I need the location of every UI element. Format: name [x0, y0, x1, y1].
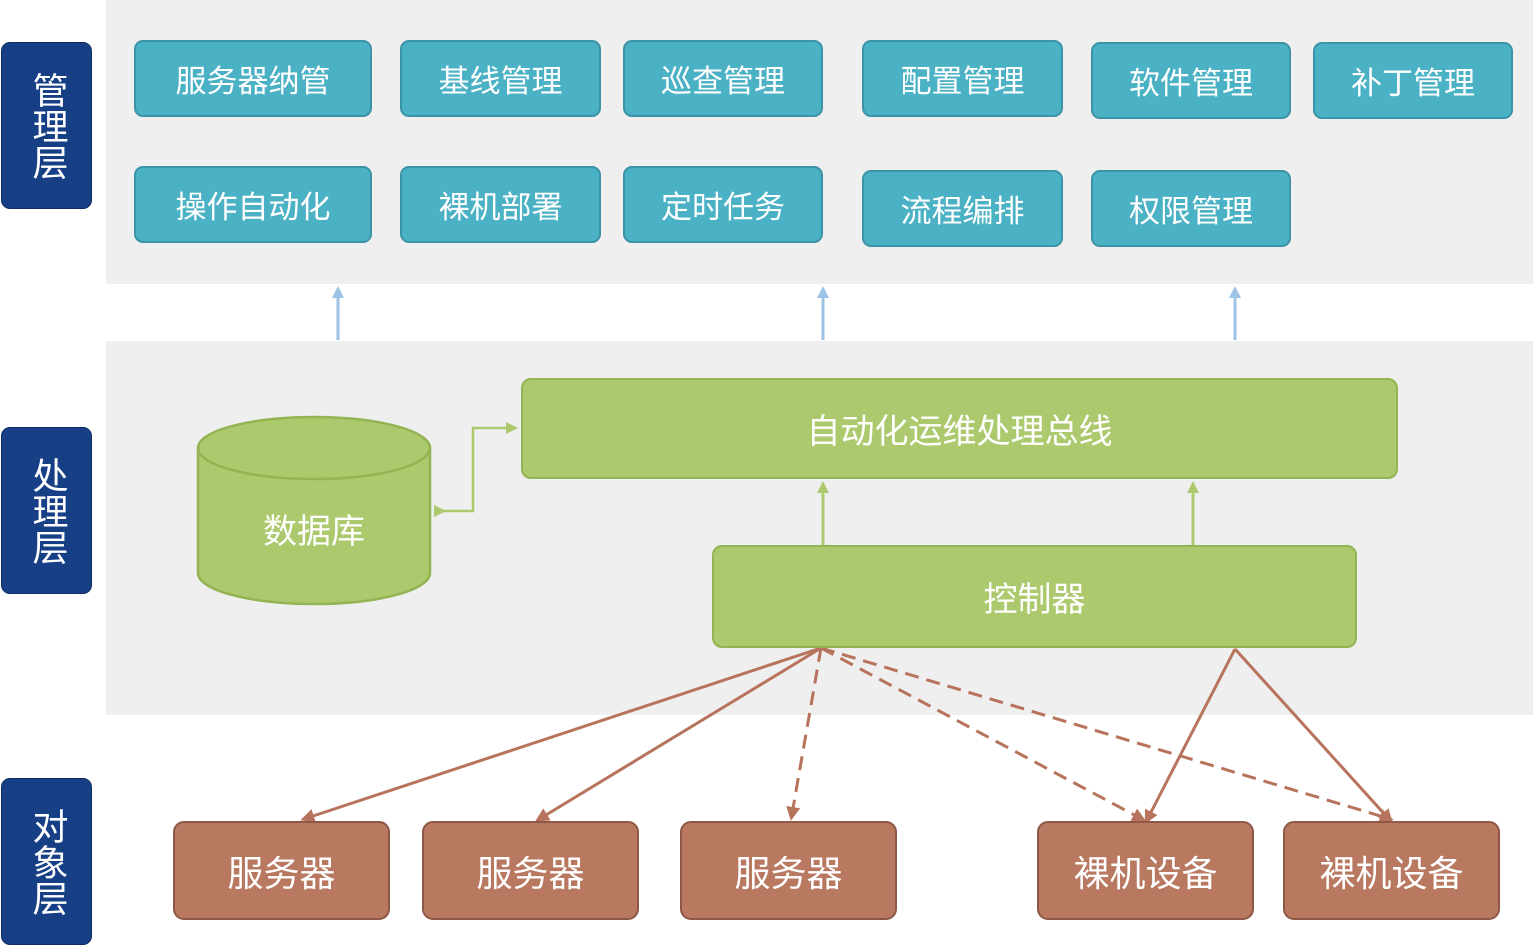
database-cylinder[interactable] [196, 415, 432, 606]
automation-bus[interactable]: 自动化运维处理总线 [521, 378, 1398, 479]
module-inspection-management[interactable]: 巡查管理 [623, 40, 823, 117]
object-server-3[interactable]: 服务器 [680, 821, 897, 920]
module-baremetal-deployment[interactable]: 裸机部署 [400, 166, 601, 243]
controller-to-baremetal-1-dashed [820, 646, 1147, 822]
processing-layer-label: 处理层 [1, 427, 92, 594]
module-configuration-management[interactable]: 配置管理 [862, 40, 1063, 117]
database-label: 数据库 [263, 511, 365, 552]
module-patch-management[interactable]: 补丁管理 [1313, 42, 1513, 119]
controller-right-to-baremetal-1 [1144, 648, 1237, 825]
object-server-2[interactable]: 服务器 [422, 821, 639, 920]
controller-to-server-3-dashed [786, 647, 823, 821]
controller[interactable]: 控制器 [712, 545, 1357, 648]
object-baremetal-1[interactable]: 裸机设备 [1037, 821, 1254, 920]
object-layer-label: 对象层 [1, 778, 92, 945]
controller-to-baremetal-2-dashed [820, 646, 1394, 823]
object-baremetal-2[interactable]: 裸机设备 [1283, 821, 1500, 920]
management-layer-label: 管理层 [1, 42, 92, 209]
module-scheduled-tasks[interactable]: 定时任务 [623, 166, 823, 243]
controller-to-server-1 [300, 646, 822, 823]
module-workflow-orchestration[interactable]: 流程编排 [862, 170, 1063, 247]
module-baseline-management[interactable]: 基线管理 [400, 40, 601, 117]
controller-to-server-2 [535, 646, 822, 822]
module-operation-automation[interactable]: 操作自动化 [134, 166, 372, 243]
object-server-1[interactable]: 服务器 [173, 821, 390, 920]
module-server-management[interactable]: 服务器纳管 [134, 40, 372, 117]
module-permission-management[interactable]: 权限管理 [1091, 170, 1291, 247]
database-bus-connector [434, 422, 518, 517]
module-software-management[interactable]: 软件管理 [1091, 42, 1291, 119]
controller-right-to-baremetal-2 [1233, 647, 1393, 824]
